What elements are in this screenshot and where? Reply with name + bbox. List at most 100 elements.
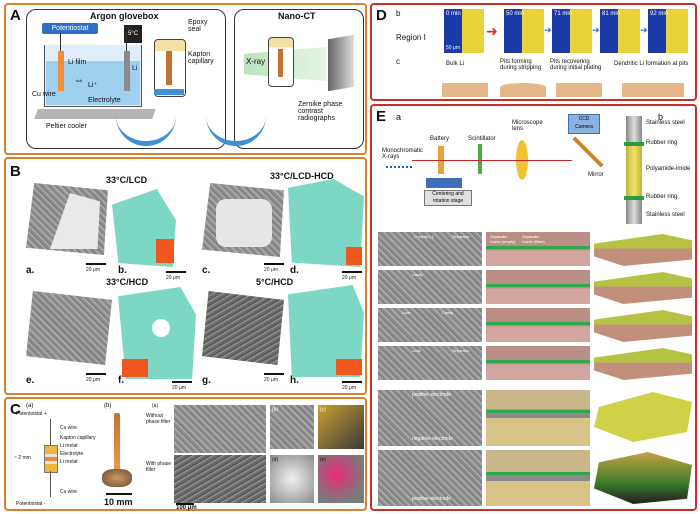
c-sub-b: (b): [104, 403, 112, 409]
e-grid-r4-c3: [594, 348, 692, 380]
title-5c-hcd: 5°C/HCD: [256, 277, 294, 287]
e-leg-3: Inside (filled): [522, 239, 545, 244]
nanoct-box: [234, 9, 364, 149]
e-scint-label: Scintillator: [468, 136, 496, 142]
e-cell-label-3: Rubber ring: [646, 194, 678, 200]
c-with-filter: With phase filter: [146, 461, 172, 473]
c-small-d: (d): [272, 457, 279, 463]
scale-bar-6: [172, 381, 192, 383]
render-d-orange: [346, 247, 362, 265]
d-scale: 50 μm: [446, 45, 460, 51]
c-label-pot-minus: Potentiostat -: [16, 501, 46, 507]
detector-plate: [328, 34, 354, 92]
d-region: Region I: [396, 33, 426, 42]
title-lcd: 33°C/LCD: [106, 175, 148, 185]
c-small-b: (b): [272, 407, 279, 413]
li-electrode-right: [124, 51, 130, 91]
sublabel-g: g.: [202, 375, 211, 386]
c-scale-100um-bar: [176, 503, 194, 505]
scale-bar-1: [86, 263, 106, 265]
d-arrow-3-icon: ➜: [640, 25, 648, 35]
c-scale-10mm-bar: [106, 493, 132, 495]
e-cell-label-2: Polyamide-imide: [646, 166, 691, 172]
e-tag-pos-2: positive electrode: [412, 496, 451, 502]
c-sem-bottom: [174, 455, 266, 503]
e-lower-r2-c3: [594, 452, 692, 504]
panel-d-letter: D: [376, 7, 387, 24]
render-f-hole: [152, 319, 170, 337]
panel-e-letter: E: [376, 108, 387, 125]
argon-glovebox-title: Argon glovebox: [90, 11, 159, 21]
c-label-electrolyte: Electrolyte: [60, 451, 84, 457]
scale-text-8: 20 μm: [342, 385, 356, 391]
title-lcd-hcd: 33°C/LCD-HCD: [270, 171, 334, 181]
li-film-label: Li film: [68, 59, 87, 66]
e-cell-bottom: [626, 200, 642, 224]
li-label: Li: [132, 65, 138, 72]
e-mirror: [572, 136, 604, 168]
panel-a: A Argon glovebox Nano-CT Potentiostat 5°…: [4, 3, 367, 155]
tomo-e: [26, 291, 112, 365]
e-tag-lock-1: Lock: [402, 310, 411, 315]
e-leg-1: Separator: [522, 234, 540, 239]
e-grid-r1-c3: [594, 234, 692, 266]
c-label-li-2: Li metal: [60, 459, 78, 465]
d-caption-3: Dendritic Li formation at pits: [614, 61, 689, 67]
d-caption-2: Pits recovering during initial plating: [550, 59, 602, 71]
d-sub-b: b: [396, 9, 401, 18]
e-tag-pos-1: positive electrode: [412, 392, 451, 398]
e-lower-r2-c1: [378, 450, 482, 506]
d-frame-2: [552, 9, 592, 53]
c-small-e: (e): [320, 457, 327, 463]
d-time-2: 71 min: [554, 11, 573, 17]
c-size-label: ~ 2 mm: [14, 455, 31, 461]
e-stage-box: Centering and rotation stage: [424, 190, 472, 206]
e-lower-green-2: [486, 472, 590, 475]
scale-bar-5: [86, 373, 106, 375]
d-li-slab-2: [556, 83, 602, 97]
electrolyte-label: Electrolyte: [88, 97, 121, 104]
potentiostat-box: Potentiostat: [42, 23, 98, 34]
scale-text-6: 20 μm: [172, 385, 186, 391]
scale-text-5: 20 μm: [86, 377, 100, 383]
d-caption-0: Bulk Li: [446, 61, 465, 67]
epoxy-label: Epoxy seal: [188, 19, 208, 33]
argon-glovebox-box: [26, 9, 226, 149]
curved-arrow-1: [116, 115, 176, 146]
scale-bar-7: [264, 373, 284, 375]
sublabel-f: f.: [118, 375, 125, 386]
scale-text-4: 20 μm: [342, 275, 356, 281]
e-battery-label: Battery: [430, 136, 450, 142]
capillary-base: [154, 89, 184, 95]
c-small-img-a: [270, 405, 314, 449]
e-grid-r2-c2: [486, 270, 590, 304]
e-scintillator: [478, 144, 482, 174]
e-lower-r1-c2: [486, 390, 590, 446]
e-grid-r2-c1: [378, 270, 482, 304]
scale-bar-2: [166, 271, 186, 273]
d-time-0: 0 min: [446, 11, 461, 17]
cell-wire-bottom: [50, 471, 51, 497]
c-small-a: (a): [152, 403, 159, 409]
c-small-img-b: [318, 405, 364, 449]
panel-b-letter: B: [10, 163, 21, 180]
nanoct-title: Nano-CT: [278, 11, 316, 21]
c-label-li-1: Li metal: [60, 443, 78, 449]
c-label-cu-bottom: Cu wire: [60, 489, 77, 495]
e-grid-r1-c1: [378, 232, 482, 266]
e-lower-r1-c1: [378, 390, 482, 446]
e-cell-top: [626, 116, 642, 142]
e-sep-line-4: [486, 360, 590, 363]
d-li-slab-3: [622, 83, 684, 97]
cu-wire-label: Cu wire: [32, 91, 56, 98]
e-cell-mid: [626, 146, 642, 196]
tomo-g: [202, 291, 284, 365]
e-sub-b: b: [658, 112, 664, 122]
d-caption-1: Pits forming during stripping: [500, 59, 542, 71]
e-sep-line-1: [486, 246, 590, 249]
d-frame-4: [648, 9, 688, 53]
d-sub-c: c: [396, 57, 400, 66]
c-photo-capillary: [114, 413, 120, 471]
cell-wire-top: [50, 419, 51, 447]
c-label-pot-plus: Potentiostat +: [16, 411, 47, 417]
